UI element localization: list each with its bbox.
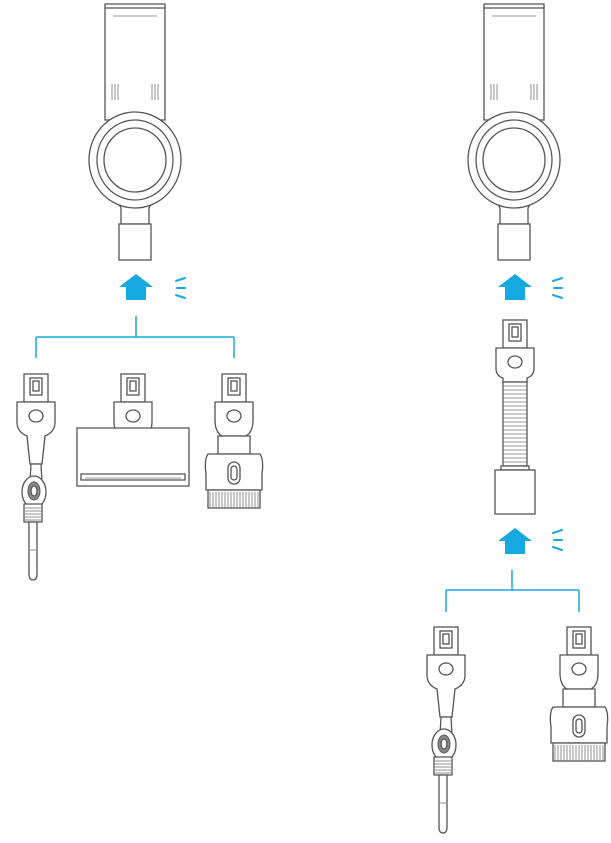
left-connector-lines xyxy=(35,316,235,358)
vacuum-main-unit-left xyxy=(88,3,182,261)
click-mark-icon xyxy=(175,277,186,299)
crevice-tool-with-pivot-right xyxy=(427,627,465,833)
vacuum-main-unit-right xyxy=(467,3,561,261)
right-connector-lines xyxy=(445,570,580,612)
click-mark-icon xyxy=(552,529,563,551)
left-assembly xyxy=(17,3,263,580)
insert-arrow-up-icon xyxy=(498,274,532,300)
right-assembly xyxy=(427,3,608,833)
insert-arrow-up-icon xyxy=(119,274,153,300)
dusting-brush-right xyxy=(550,627,607,761)
click-mark-icon xyxy=(552,277,563,299)
extension-hose xyxy=(495,320,535,514)
insert-arrow-up-icon xyxy=(498,528,532,554)
mini-motorized-brush xyxy=(77,374,189,486)
crevice-tool-with-pivot-left xyxy=(17,374,55,580)
dusting-brush-left xyxy=(205,374,262,508)
